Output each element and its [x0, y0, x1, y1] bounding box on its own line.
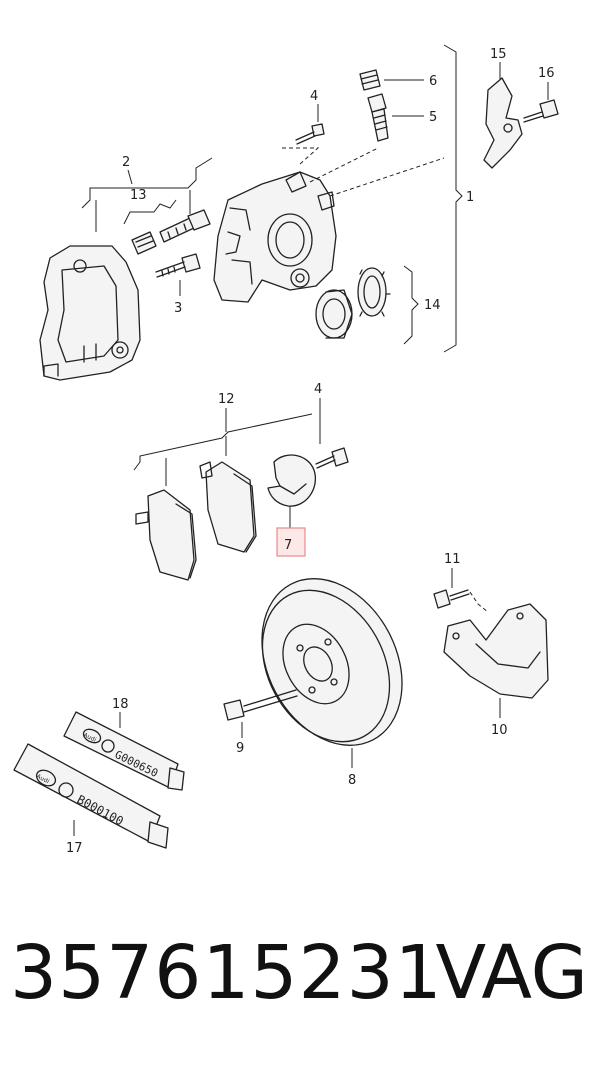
brake-pad-left	[135, 489, 197, 581]
callout-7: 7	[284, 538, 292, 553]
callout-4-lower: 4	[314, 382, 322, 397]
caliper-carrier	[39, 245, 141, 381]
callout-16: 16	[538, 66, 555, 81]
part-17-grease-tube: Audi B000100 17	[13, 743, 169, 856]
bracket-group-12: 12	[133, 392, 313, 486]
part-3-bolt: 3	[155, 253, 201, 316]
callout-6: 6	[429, 74, 437, 89]
callout-10: 10	[491, 723, 508, 738]
part-16-screw: 16	[523, 66, 559, 123]
bracket-group-2: 2	[81, 155, 213, 232]
bracket-group-1: 1	[443, 44, 474, 353]
callout-2: 2	[122, 155, 130, 170]
callout-3: 3	[174, 301, 182, 316]
part-6-dust-cap: 6	[359, 69, 437, 91]
exploded-parts-diagram: 1 6 5 15 16 4 2	[13, 44, 559, 856]
callout-18: 18	[112, 697, 129, 712]
callout-8: 8	[348, 773, 356, 788]
part-8-brake-disc: 8	[261, 578, 403, 788]
part-5-bleed-valve: 5	[367, 93, 437, 142]
part-2-guide-pin	[159, 209, 211, 243]
callout-4-top: 4	[310, 89, 318, 104]
callout-11: 11	[444, 552, 461, 567]
callout-5: 5	[429, 110, 437, 125]
part-7-plate: 7	[267, 454, 316, 557]
part-4-caliper-bolt-top: 4	[282, 89, 325, 165]
part-10-splash-shield: 10	[443, 603, 549, 738]
callout-15: 15	[490, 47, 507, 62]
callout-7-highlight	[276, 527, 306, 557]
callout-12: 12	[218, 392, 235, 407]
part-11-bolt: 11	[433, 552, 489, 613]
callout-1: 1	[466, 190, 474, 205]
part-18-grease-tube: Audi G000650 18	[63, 697, 185, 791]
part-14-piston-seal: 14	[315, 265, 441, 345]
brand-label: VAG	[435, 930, 588, 1016]
part-13-guide-sleeve	[131, 231, 157, 255]
part-number: 357615231	[10, 930, 443, 1016]
part-4-bolt-lower: 4	[314, 382, 349, 469]
caliper-housing	[213, 147, 445, 303]
part-15-bracket: 15	[483, 47, 523, 169]
brake-pad-right	[199, 461, 257, 553]
footer: 357615231 VAG	[0, 930, 600, 1030]
part-9-screw: 9	[223, 689, 298, 756]
callout-17: 17	[66, 841, 83, 856]
bracket-group-13: 13	[123, 188, 177, 225]
callout-13: 13	[130, 188, 147, 203]
callout-9: 9	[236, 741, 244, 756]
callout-14: 14	[424, 298, 441, 313]
